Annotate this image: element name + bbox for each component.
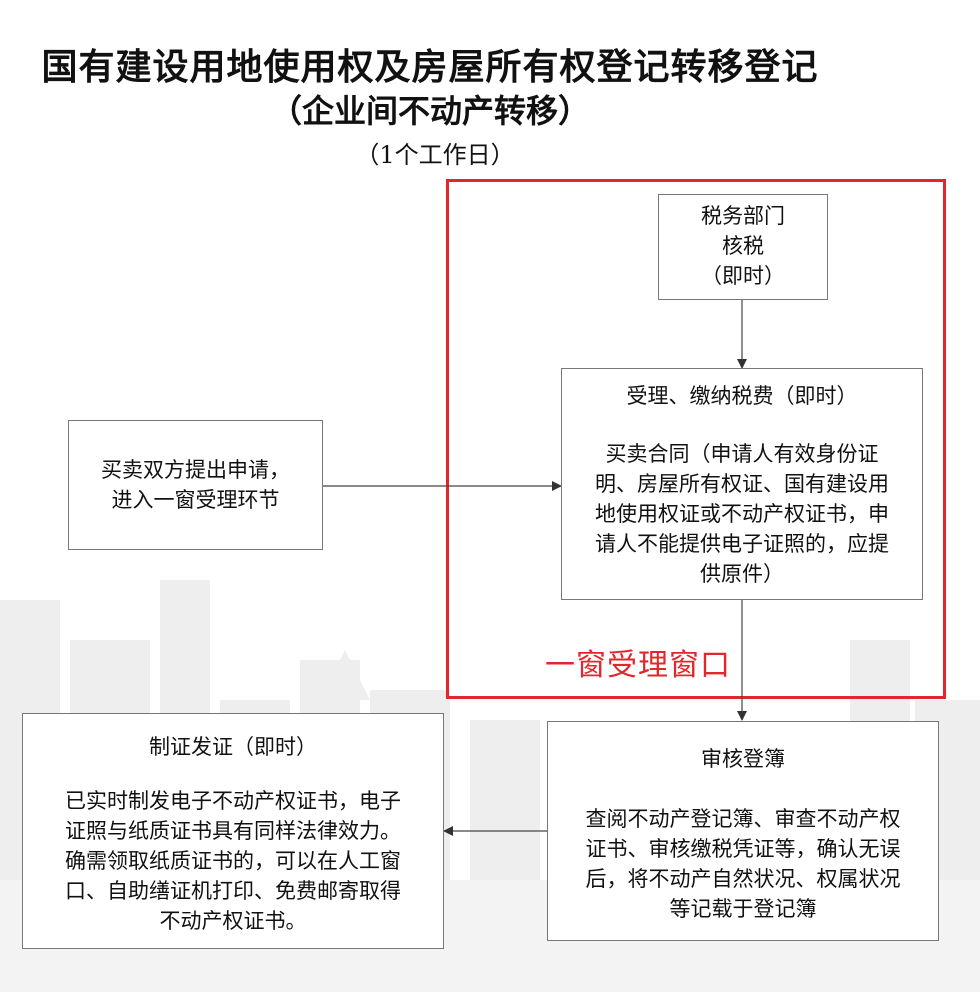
acceptance-line: 买卖合同（申请人有效身份证 xyxy=(605,442,879,466)
diagram-title: 国有建设用地使用权及房屋所有权登记转移登记 xyxy=(41,46,819,88)
apply-line: 买卖双方提出申请， xyxy=(101,458,290,482)
issue-line: 已实时制发电子不动产权证书，电子 xyxy=(65,789,401,813)
issue-heading: 制证发证（即时） xyxy=(149,735,317,759)
issue-certificate-box: 制证发证（即时） 已实时制发电子不动产权证书，电子 证照与纸质证书具有同样法律效… xyxy=(22,713,444,949)
acceptance-heading: 受理、缴纳税费（即时） xyxy=(626,384,858,408)
one-window-frame xyxy=(446,179,946,699)
apply-box: 买卖双方提出申请， 进入一窗受理环节 xyxy=(68,420,323,550)
acceptance-line: 供原件） xyxy=(700,562,784,586)
issue-line: 口、自助缮证机打印、免费邮寄取得 xyxy=(65,879,401,903)
review-line: 证书、审核缴税凭证等，确认无误 xyxy=(585,837,901,861)
time-limit-note: （1个工作日） xyxy=(355,141,515,169)
acceptance-line: 地使用权证或不动产权证书，申 xyxy=(595,502,889,526)
review-line: 查阅不动产登记簿、审查不动产权 xyxy=(585,807,901,831)
acceptance-line: 请人不能提供电子证照的，应提 xyxy=(595,532,889,556)
acceptance-box: 受理、缴纳税费（即时） 买卖合同（申请人有效身份证 明、房屋所有权证、国有建设用… xyxy=(561,368,923,600)
review-line: 后，将不动产自然状况、权属状况 xyxy=(585,867,901,891)
one-window-label: 一窗受理窗口 xyxy=(545,648,731,683)
review-line: 等记载于登记簿 xyxy=(669,897,817,921)
issue-line: 确需领取纸质证书的，可以在人工窗 xyxy=(65,849,401,873)
tax-line: 税务部门 xyxy=(701,204,785,228)
diagram-subtitle: （企业间不动产转移） xyxy=(269,92,590,130)
issue-line: 证照与纸质证书具有同样法律效力。 xyxy=(65,819,401,843)
acceptance-line: 明、房屋所有权证、国有建设用 xyxy=(595,472,889,496)
tax-line: 核税 xyxy=(722,234,764,258)
apply-line: 进入一窗受理环节 xyxy=(111,488,280,512)
tax-department-box: 税务部门 核税 （即时） xyxy=(658,194,828,300)
issue-line: 不动产权证书。 xyxy=(159,909,307,933)
review-heading: 审核登簿 xyxy=(701,747,785,771)
review-register-box: 审核登簿 查阅不动产登记簿、审查不动产权 证书、审核缴税凭证等，确认无误 后，将… xyxy=(547,721,939,941)
tax-line: （即时） xyxy=(701,264,785,288)
